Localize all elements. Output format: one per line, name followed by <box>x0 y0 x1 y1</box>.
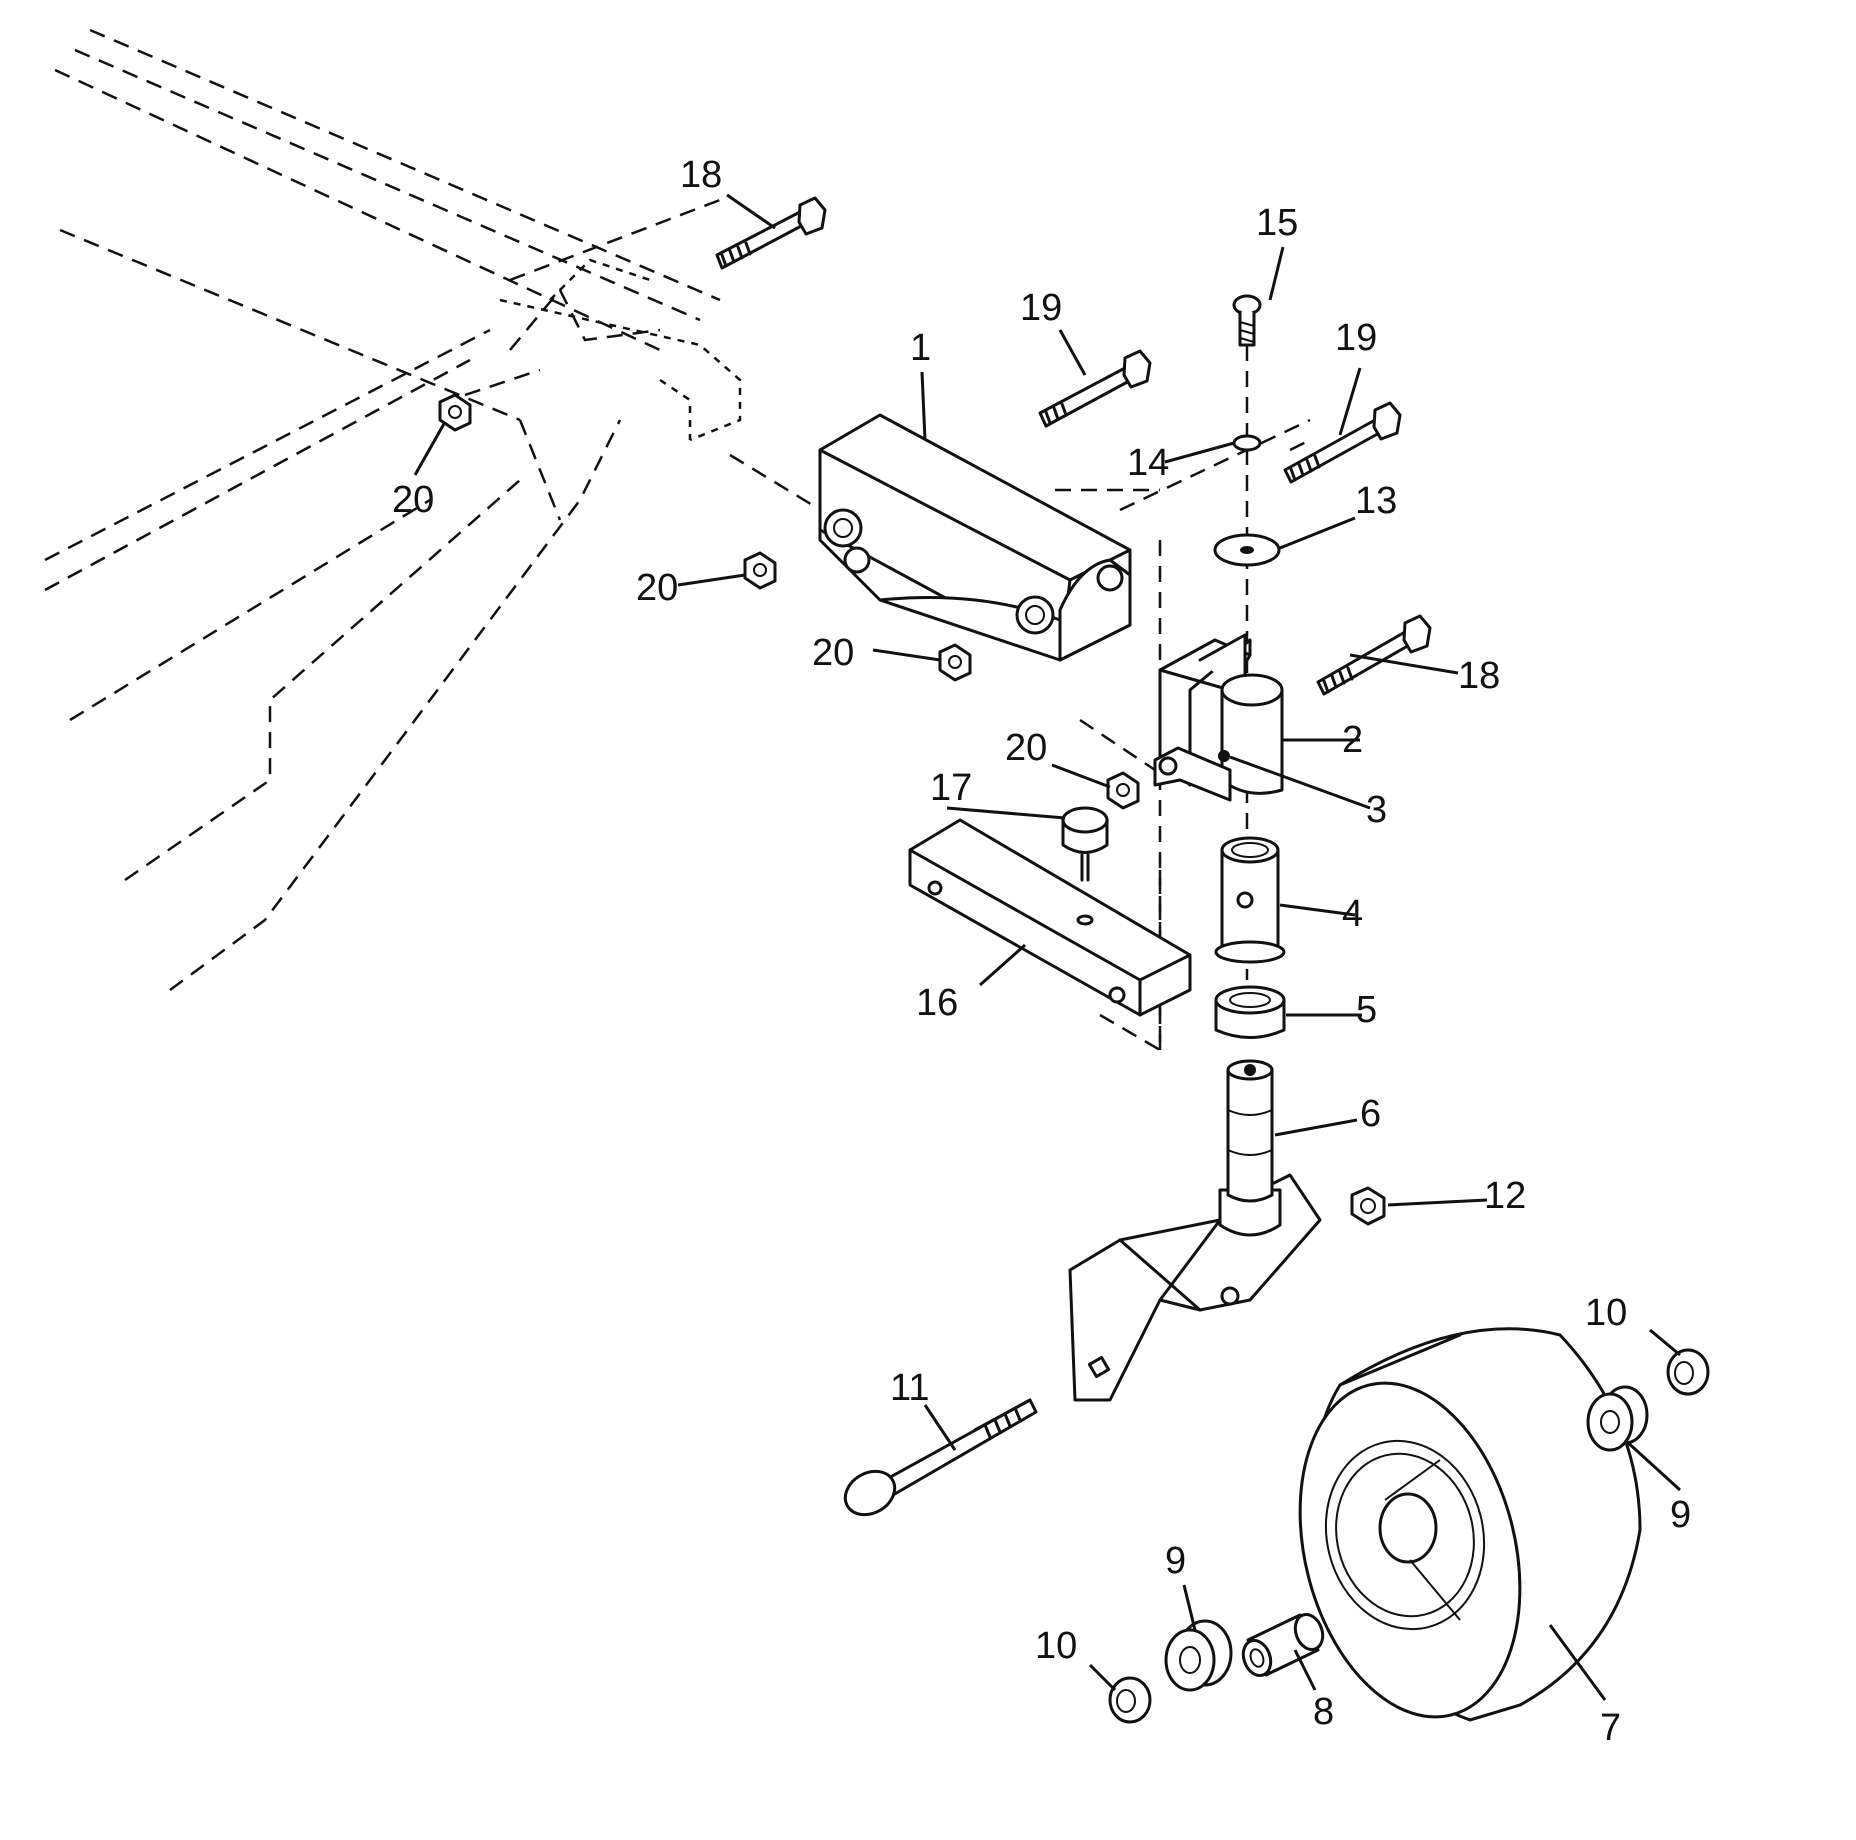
callout-14: 14 <box>1127 442 1169 484</box>
callout-10-right: 10 <box>1585 1292 1627 1334</box>
callout-20-deck: 20 <box>392 479 434 521</box>
part-12-hex-nut <box>1350 1186 1386 1226</box>
callout-18-lower: 18 <box>1458 655 1500 697</box>
callout-8: 8 <box>1313 1691 1334 1733</box>
part-9-wheel-spacer-right <box>1586 1385 1649 1452</box>
callout-9-right: 9 <box>1670 1494 1691 1536</box>
callout-20-bracket-lower: 20 <box>812 632 854 674</box>
part-20-nut-bracket-lower <box>938 643 972 682</box>
callout-9-left: 9 <box>1165 1540 1186 1582</box>
part-20-nut-deck <box>438 393 472 432</box>
part-16-bar <box>908 818 1192 1052</box>
part-18-bolt-upper <box>715 196 827 270</box>
part-1-mounting-bracket <box>818 413 1132 662</box>
callout-15: 15 <box>1256 202 1298 244</box>
deck-frame-phantom <box>44 28 742 992</box>
part-11-carriage-bolt <box>843 1398 1038 1517</box>
callout-2: 2 <box>1342 719 1363 761</box>
part-20-nut-housing <box>1106 771 1140 810</box>
callout-10-left: 10 <box>1035 1625 1077 1667</box>
part-5-spacer <box>1214 985 1286 1039</box>
callout-13: 13 <box>1355 480 1397 522</box>
part-8-wheel-bushing <box>1241 1613 1325 1677</box>
part-19-bolt-right <box>1283 401 1402 484</box>
part-9-wheel-spacer-left <box>1164 1619 1233 1692</box>
part-6-caster-fork <box>1068 1059 1322 1402</box>
callout-17: 17 <box>930 767 972 809</box>
callout-16: 16 <box>916 982 958 1024</box>
callout-19-left: 19 <box>1020 287 1062 329</box>
callout-19-right: 19 <box>1335 317 1377 359</box>
callout-4: 4 <box>1342 893 1363 935</box>
callout-labels: 18 1 19 15 19 14 13 18 2 3 4 5 6 12 17 1… <box>392 154 1691 1749</box>
part-13-washer <box>1213 533 1281 567</box>
callout-7: 7 <box>1600 1707 1621 1749</box>
part-10-cap-left <box>1108 1676 1152 1724</box>
callout-6: 6 <box>1360 1093 1381 1135</box>
part-10-cap-right <box>1666 1348 1710 1396</box>
part-20-nut-bracket-upper <box>743 551 777 590</box>
callout-11: 11 <box>890 1367 929 1409</box>
part-7-wheel <box>1298 1327 1642 1722</box>
callout-18-upper: 18 <box>680 154 722 196</box>
part-14-lock-washer <box>1232 434 1262 452</box>
callout-3: 3 <box>1366 789 1387 831</box>
callout-20-bracket-upper: 20 <box>636 567 678 609</box>
leader-lines <box>413 193 1682 1701</box>
callout-20-housing: 20 <box>1005 727 1047 769</box>
part-2-pivot-housing <box>1153 633 1284 802</box>
alignment-lines <box>464 198 1311 1050</box>
callout-1: 1 <box>910 327 931 369</box>
part-19-bolt-left <box>1038 349 1152 428</box>
callout-12: 12 <box>1484 1175 1526 1217</box>
part-4-bushing <box>1214 836 1286 964</box>
callout-5: 5 <box>1356 989 1377 1031</box>
part-18-bolt-lower <box>1316 614 1432 696</box>
part-17-bumper <box>1061 806 1109 926</box>
part-15-screw <box>1232 294 1262 347</box>
